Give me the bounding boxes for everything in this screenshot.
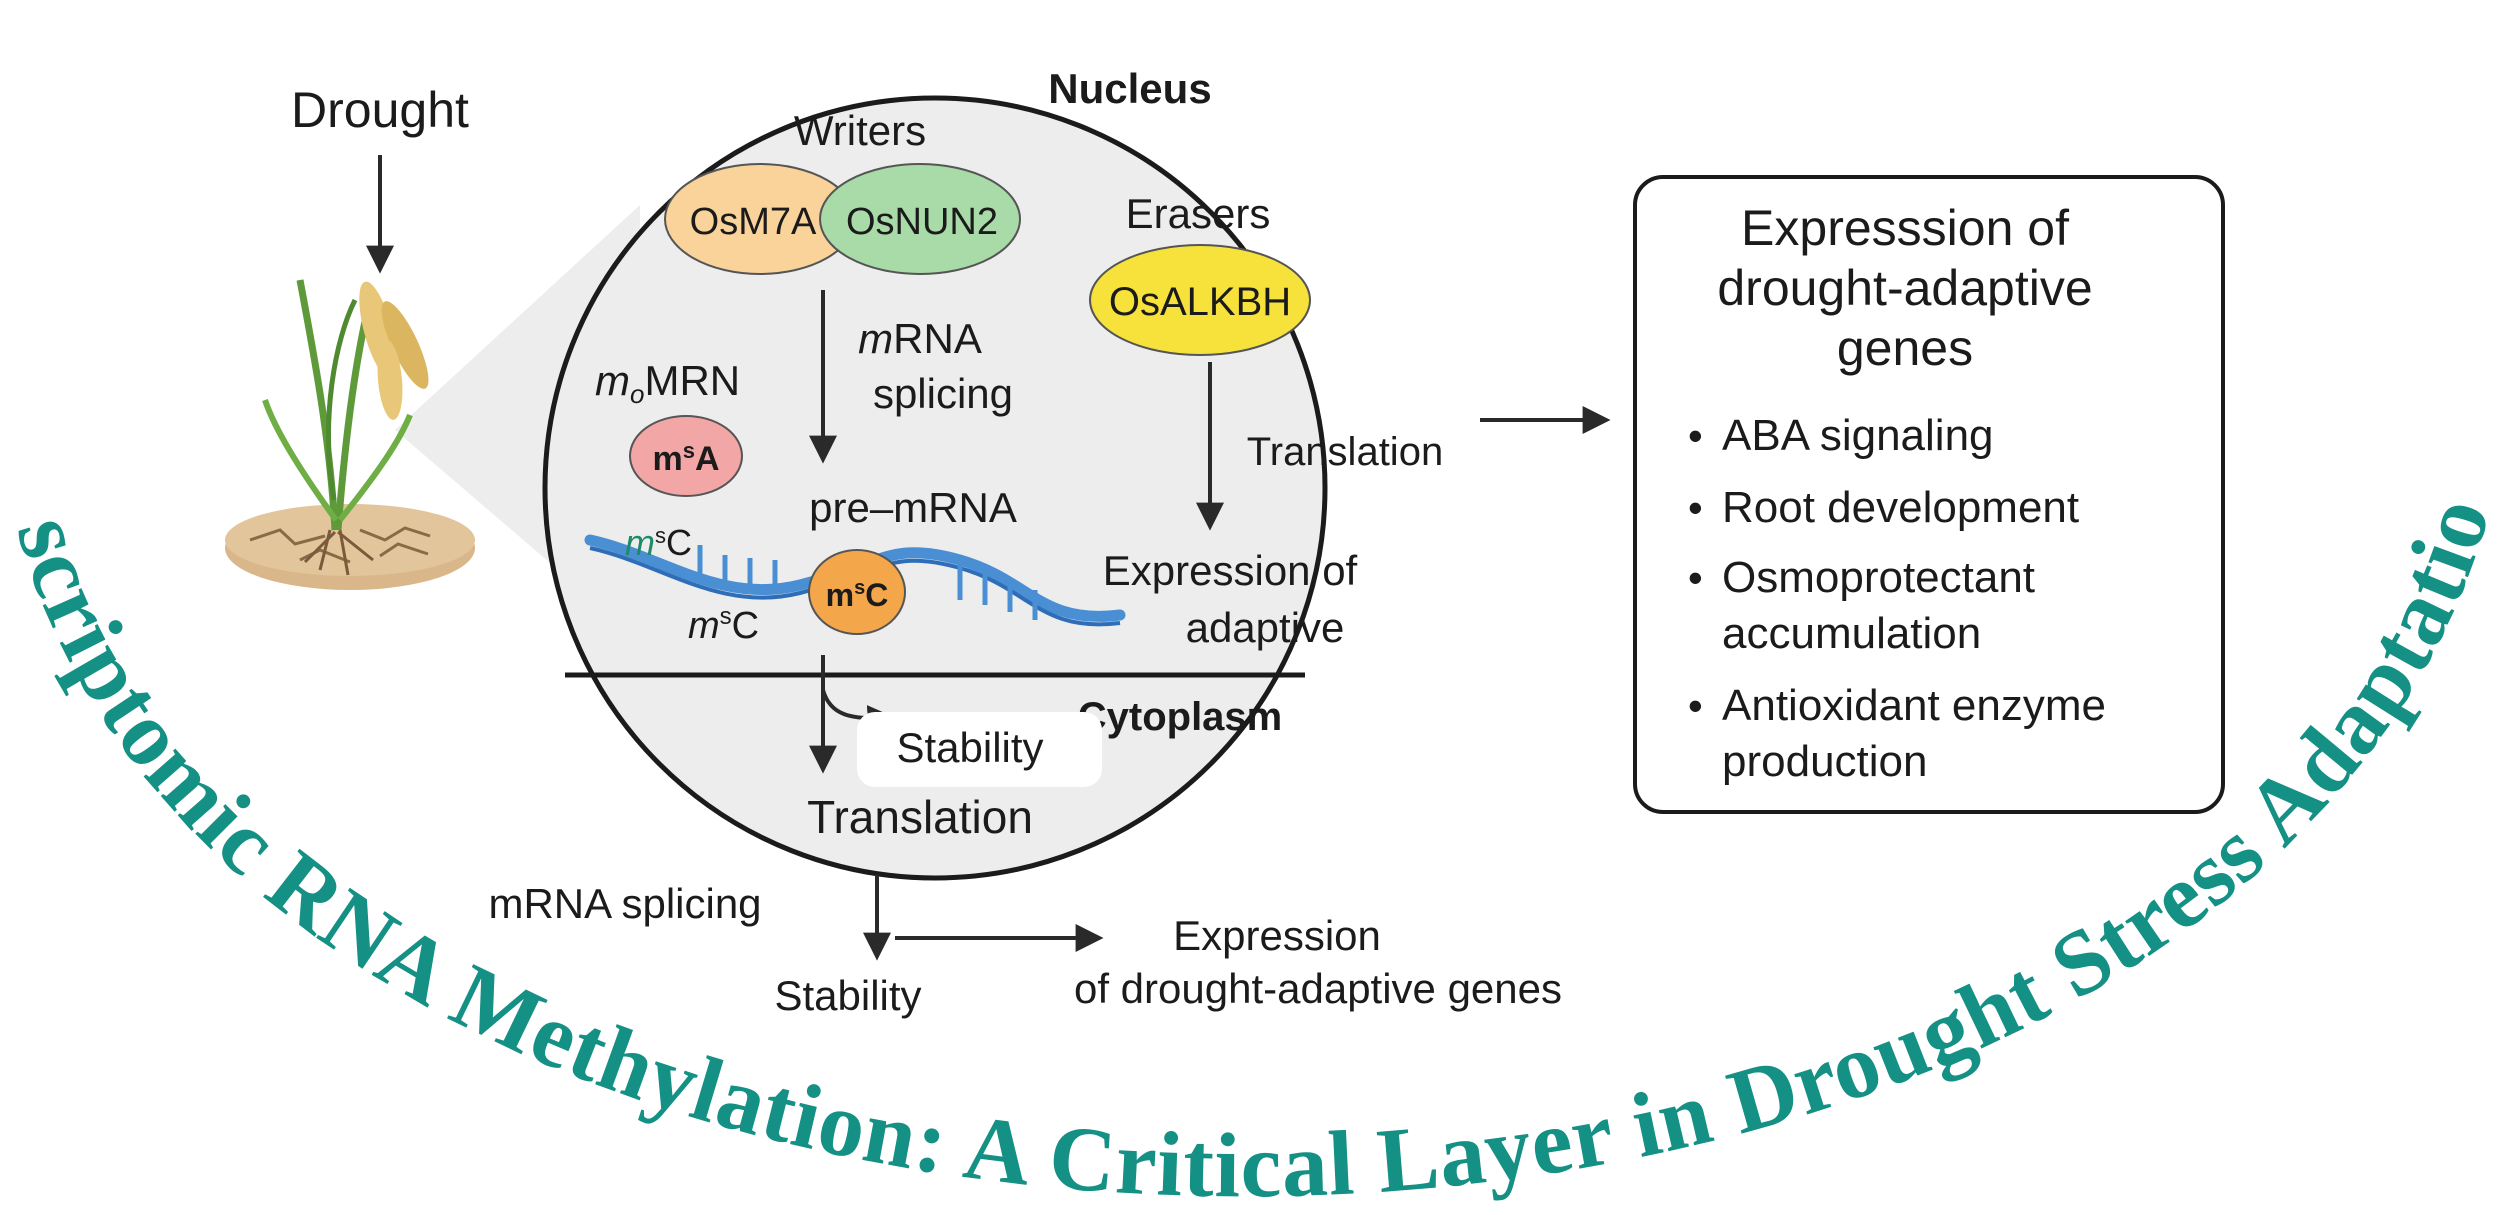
rice-plant-icon: [262, 279, 429, 531]
stability-inner-label: Stability: [896, 724, 1043, 771]
mrna-label: mRNA: [858, 315, 982, 362]
box-title-line2: drought-adaptive: [1717, 260, 2092, 316]
m5c-badge: [808, 549, 906, 635]
cytoplasm-label: Cytoplasm: [1078, 695, 1283, 739]
item-accumulation: accumulation: [1722, 609, 1981, 658]
writers-label: Writers: [794, 107, 926, 154]
momrn-label: moMRN: [595, 357, 740, 409]
box-title-line1: Expresssion of: [1741, 200, 2069, 256]
item-osmoprotectant: Osmoprotectant: [1722, 553, 2035, 602]
translation-inner-label: Translation: [807, 791, 1033, 843]
drought-label: Drought: [291, 82, 469, 138]
m6a-badge-label: msA: [652, 438, 719, 478]
mrna-splicing-outside-label: mRNA splicing: [488, 880, 761, 927]
erasers-label: Erasers: [1126, 190, 1271, 237]
m6a-badge: [629, 415, 743, 497]
expression-outside-line1: Expression: [1173, 912, 1381, 959]
pre-mrna-label: pre–mRNA: [809, 484, 1017, 531]
translation-right-label: Translation: [1247, 430, 1443, 474]
expression-adaptive-line1: Expression of: [1103, 547, 1358, 594]
eraser-osalkbh-label: OsALKBH: [1109, 280, 1291, 324]
stability-outside-label: Stability: [774, 972, 921, 1019]
item-root-development: Root development: [1722, 483, 2079, 532]
box-title-line3: genes: [1837, 320, 1973, 376]
m5c-badge-label: msC: [826, 577, 889, 613]
stability-inner-box: [857, 712, 1102, 787]
nucleus-label: Nucleus: [1048, 65, 1211, 112]
writer-osm7a-label: OsM7A: [690, 201, 817, 243]
bullet-antioxidant: •: [1688, 682, 1703, 729]
writer-osnun2: [819, 163, 1021, 275]
writer-osnun2-label: OsNUN2: [846, 201, 998, 243]
bullet-root: •: [1688, 484, 1703, 531]
m5c-mark-bottom: msC: [688, 603, 759, 647]
bullet-aba: •: [1688, 412, 1703, 459]
item-antioxidant-enzyme: Antioxidant enzyme: [1722, 681, 2106, 730]
soil-icon: [225, 504, 475, 590]
expression-outside-line2: of drought-adaptive genes: [1074, 965, 1562, 1012]
bullet-osmo: •: [1688, 554, 1703, 601]
m5c-mark-top: msC: [625, 522, 692, 563]
expression-adaptive-line2: adaptive: [1186, 604, 1345, 651]
eraser-osalkbh: [1089, 244, 1311, 356]
item-aba-signaling: ABA signaling: [1722, 411, 1994, 460]
item-production: production: [1722, 737, 1927, 786]
expression-box: [1633, 175, 2225, 814]
splicing-label: splicing: [873, 370, 1013, 417]
